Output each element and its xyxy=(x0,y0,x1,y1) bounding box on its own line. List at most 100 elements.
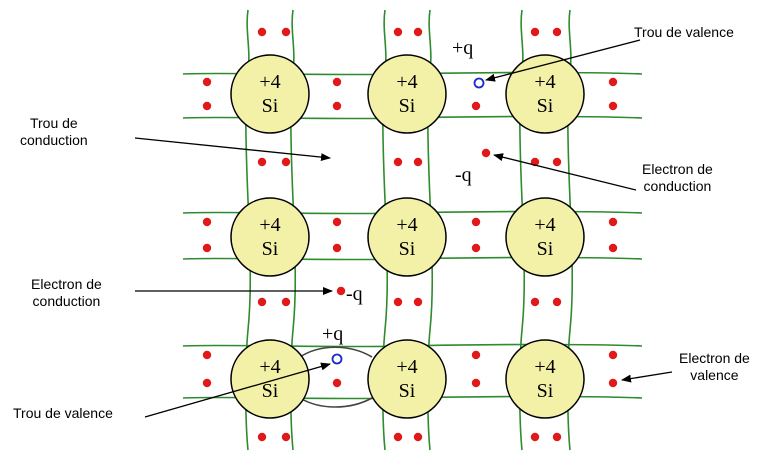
silicon-atom: +4Si xyxy=(230,339,310,419)
valence-electron xyxy=(530,27,540,37)
silicon-atom: +4Si xyxy=(505,54,585,134)
valence-electron xyxy=(257,432,267,442)
silicon-atom: +4Si xyxy=(367,197,447,277)
valence-electron xyxy=(202,217,212,227)
valence-electron xyxy=(332,217,342,227)
valence-hole xyxy=(331,353,343,365)
valence-electron xyxy=(202,350,212,360)
valence-electron xyxy=(202,378,212,388)
valence-electron xyxy=(471,217,481,227)
valence-electron xyxy=(257,297,267,307)
broken-bond-upper xyxy=(299,346,373,358)
atom-circle xyxy=(505,197,585,277)
conduction-electron xyxy=(336,286,346,296)
broken-bond-lower xyxy=(299,397,373,408)
atom-symbol: Si xyxy=(537,95,554,117)
electron-charge-mid: -q xyxy=(346,283,363,305)
valence-electron xyxy=(281,27,291,37)
atom-charge: +4 xyxy=(534,356,555,378)
label-trou-conduction: Trou de conduction xyxy=(20,115,88,148)
atom-symbol: Si xyxy=(537,238,554,260)
arrow-trou-valence-top xyxy=(485,39,641,82)
atom-symbol: Si xyxy=(537,380,554,402)
valence-electron xyxy=(471,243,481,253)
hole-charge-bottom: +q xyxy=(322,323,343,345)
valence-electron xyxy=(530,297,540,307)
atom-charge: +4 xyxy=(259,356,280,378)
atom-circle xyxy=(230,54,310,134)
atom-circle xyxy=(230,197,310,277)
annotation-arrows xyxy=(134,39,673,418)
atom-circle xyxy=(367,54,447,134)
arrow-electron-conduction-right xyxy=(493,153,637,191)
valence-electron xyxy=(202,243,212,253)
valence-electron xyxy=(413,432,423,442)
valence-hole xyxy=(473,77,485,89)
valence-electron xyxy=(552,432,562,442)
atom-circle xyxy=(367,339,447,419)
valence-electron xyxy=(332,378,342,388)
atom-symbol: Si xyxy=(399,238,416,260)
label-trou-valence-bottom: Trou de valence xyxy=(13,405,113,421)
hole-charge-top: +q xyxy=(452,37,473,59)
atom-symbol: Si xyxy=(262,238,279,260)
atom-charge: +4 xyxy=(396,214,417,236)
atom-charge: +4 xyxy=(396,356,417,378)
arrow-electron-valence xyxy=(621,371,673,383)
valence-electron xyxy=(332,101,342,111)
silicon-atoms: +4Si+4Si+4Si+4Si+4Si+4Si+4Si+4Si+4Si xyxy=(230,54,585,419)
silicon-atom: +4Si xyxy=(367,54,447,134)
valence-electron xyxy=(608,77,618,87)
electrons-and-holes xyxy=(202,27,618,442)
valence-electron xyxy=(552,157,562,167)
valence-electron xyxy=(608,350,618,360)
valence-electron xyxy=(608,243,618,253)
atom-symbol: Si xyxy=(399,380,416,402)
valence-electron xyxy=(393,297,403,307)
valence-electron xyxy=(413,157,423,167)
atom-circle xyxy=(367,197,447,277)
silicon-atom: +4Si xyxy=(367,339,447,419)
label-electron-conduction-left: Electron de conduction xyxy=(31,276,102,309)
valence-electron xyxy=(530,432,540,442)
valence-electron xyxy=(281,297,291,307)
valence-electron xyxy=(552,297,562,307)
atom-symbol: Si xyxy=(399,95,416,117)
label-electron-valence: Electron de valence xyxy=(679,350,750,383)
silicon-atom: +4Si xyxy=(505,339,585,419)
valence-electron xyxy=(281,432,291,442)
label-electron-conduction-right: Electron de conduction xyxy=(642,161,713,194)
valence-electron xyxy=(413,27,423,37)
valence-electron xyxy=(393,157,403,167)
valence-electron xyxy=(202,77,212,87)
atom-charge: +4 xyxy=(259,71,280,93)
valence-electron xyxy=(471,101,481,111)
atom-charge: +4 xyxy=(534,214,555,236)
valence-electron xyxy=(281,157,291,167)
valence-electron xyxy=(332,77,342,87)
valence-electron xyxy=(202,101,212,111)
valence-electron xyxy=(257,27,267,37)
valence-electron xyxy=(257,157,267,167)
valence-electron xyxy=(471,350,481,360)
valence-electron xyxy=(608,378,618,388)
atom-circle xyxy=(505,54,585,134)
label-trou-valence-top: Trou de valence xyxy=(634,24,734,40)
charge-labels: +q -q -q +q xyxy=(322,37,473,345)
valence-electron xyxy=(413,297,423,307)
atom-symbol: Si xyxy=(262,380,279,402)
arrow-trou-conduction xyxy=(134,137,331,162)
conduction-electron xyxy=(481,148,491,158)
atom-circle xyxy=(230,339,310,419)
atom-charge: +4 xyxy=(396,71,417,93)
silicon-atom: +4Si xyxy=(230,54,310,134)
atom-charge: +4 xyxy=(534,71,555,93)
valence-electron xyxy=(608,217,618,227)
valence-electron xyxy=(471,378,481,388)
valence-electron xyxy=(393,432,403,442)
atom-circle xyxy=(505,339,585,419)
valence-electron xyxy=(332,243,342,253)
valence-electron xyxy=(552,27,562,37)
valence-electron xyxy=(608,101,618,111)
